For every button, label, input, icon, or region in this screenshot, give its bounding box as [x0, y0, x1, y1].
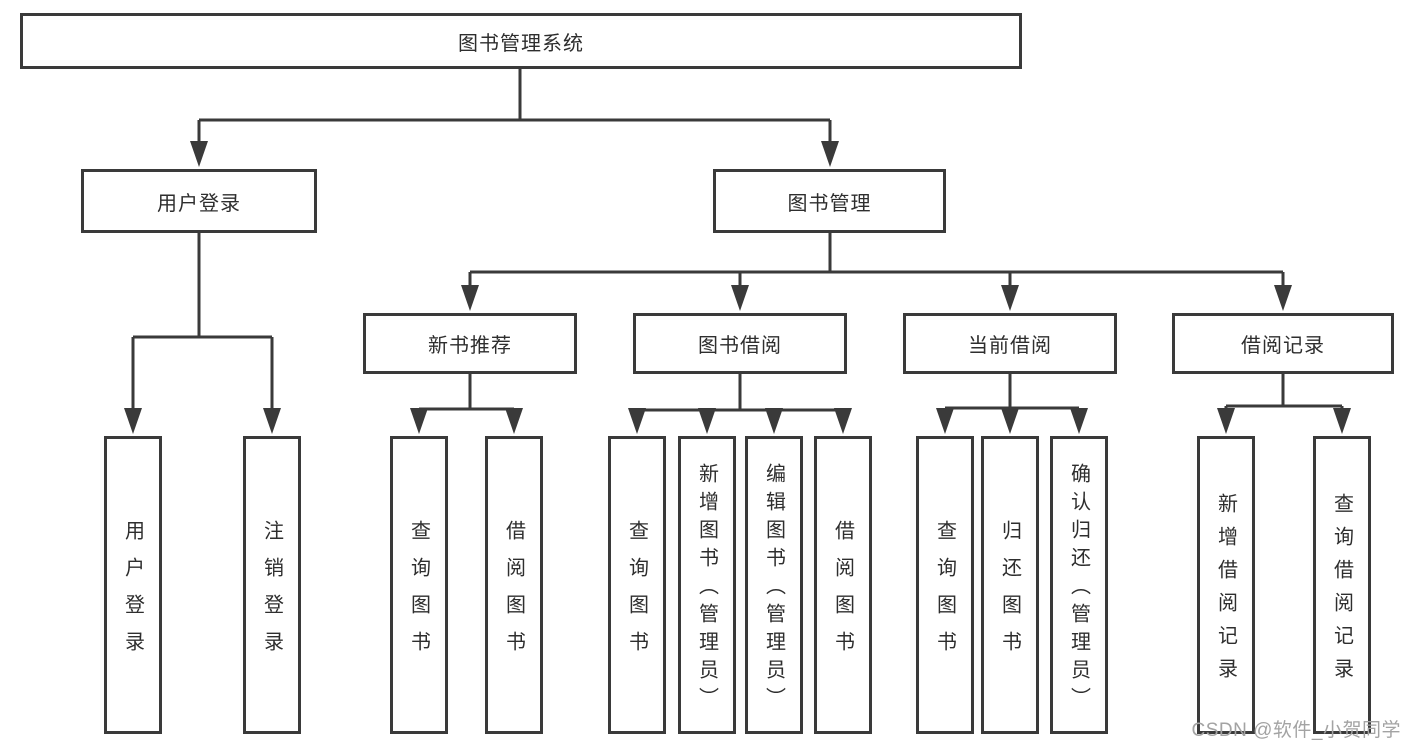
- leaf-add-borrow-record: 新增借阅记录: [1197, 436, 1255, 734]
- node-label: 借阅记录: [1241, 335, 1325, 357]
- node-book-borrow: 图书借阅: [633, 313, 847, 374]
- node-label: 图书借阅: [698, 335, 782, 357]
- leaf-edit-books-admin: 编辑图书（管理员）: [745, 436, 803, 734]
- leaf-add-books-admin: 新增图书（管理员）: [678, 436, 736, 734]
- node-current-borrow: 当前借阅: [903, 313, 1117, 374]
- leaf-user-login: 用户登录: [104, 436, 162, 734]
- node-label: 图书管理: [787, 192, 872, 215]
- leaf-confirm-return-admin: 确认归还（管理员）: [1050, 436, 1108, 734]
- leaf-logout: 注销登录: [243, 436, 301, 734]
- node-label: 用户登录: [157, 192, 241, 215]
- node-library-management-system: 图书管理系统: [20, 13, 1022, 69]
- node-label: 查询图书: [407, 519, 430, 668]
- leaf-borrow-books-recommend: 借阅图书: [485, 436, 543, 734]
- node-label: 新书推荐: [428, 335, 512, 357]
- node-label: 归还图书: [998, 519, 1021, 668]
- node-label: 注销登录: [260, 519, 283, 668]
- node-label: 图书管理系统: [458, 32, 584, 55]
- leaf-return-books: 归还图书: [981, 436, 1039, 734]
- node-label: 编辑图书（管理员）: [762, 463, 785, 715]
- node-label: 查询借阅记录: [1330, 492, 1353, 691]
- leaf-query-borrow-record: 查询借阅记录: [1313, 436, 1371, 734]
- node-label: 用户登录: [121, 519, 144, 668]
- node-user-login: 用户登录: [81, 169, 317, 233]
- node-label: 新增图书（管理员）: [695, 463, 718, 715]
- leaf-query-books-recommend: 查询图书: [390, 436, 448, 734]
- node-borrow-record: 借阅记录: [1172, 313, 1394, 374]
- node-label: 新增借阅记录: [1214, 492, 1237, 691]
- node-new-book-recommend: 新书推荐: [363, 313, 577, 374]
- node-label: 借阅图书: [831, 519, 854, 668]
- node-label: 借阅图书: [502, 519, 525, 668]
- leaf-query-books-current: 查询图书: [916, 436, 974, 734]
- csdn-watermark: CSDN @软件_小贺同学: [1191, 720, 1401, 741]
- node-label: 查询图书: [933, 519, 956, 668]
- leaf-borrow-books: 借阅图书: [814, 436, 872, 734]
- node-label: 查询图书: [625, 519, 648, 668]
- leaf-query-books-borrow: 查询图书: [608, 436, 666, 734]
- node-book-management: 图书管理: [713, 169, 946, 233]
- node-label: 确认归还（管理员）: [1067, 463, 1090, 715]
- node-label: 当前借阅: [968, 335, 1052, 357]
